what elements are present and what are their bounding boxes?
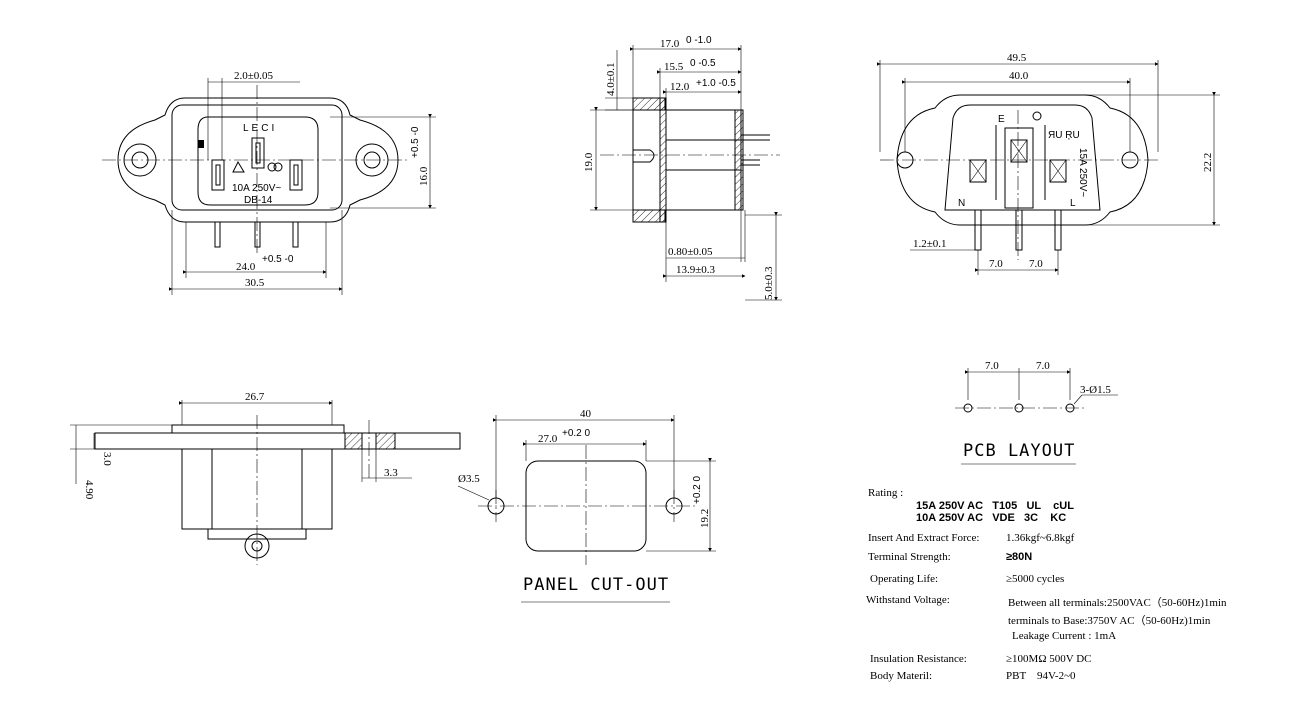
neutral-label: N [958,198,965,209]
dim-139-label: 13.9±0.3 [676,264,716,276]
dim-16-tol: +0.5 -0 [410,126,421,158]
dim-3-0-label: 3.0 [101,452,113,466]
dim-49-5-label: 49.5 [1007,52,1027,64]
dim-1-2-label: 1.2±0.1 [913,238,947,250]
pcb-pitch-2-label: 7.0 [1036,360,1050,372]
insulation-label: Insulation Resistance: [870,653,967,665]
dim-22-2-label: 22.2 [1202,153,1214,172]
rating-vertical: 15A 250V~ [1077,148,1088,197]
mark-icon [198,140,204,148]
dim-40-cutout-label: 40 [580,408,592,420]
dim-26-7-label: 26.7 [245,391,265,403]
dim-4-90-label: 4.90 [83,480,95,500]
earth-label: E [998,114,1005,125]
ccc-mark-icon [267,162,277,172]
front-view: 2.0±0.05 16.0 +0.5 -0 24.0 +0.5 -0 30.5 … [102,70,436,295]
rating-heading: Rating : [868,487,904,499]
withstand-line-1: Between all terminals:2500VAC（50-60Hz)1m… [1008,597,1227,609]
dim-15-label: 15.5 [664,61,684,73]
withstand-voltage-label: Withstand Voltage: [866,594,950,606]
side-view: 17.0 0 -1.0 15.5 0 -0.5 12.0 +1.0 -0.5 4… [583,35,782,301]
hole-dia-label: Ø3.5 [458,473,480,485]
dim-080-label: 0.80±0.05 [668,246,713,258]
insulation-value: ≥100MΩ 500V DC [1006,653,1092,665]
terminal-strength-value: ≥80N [1006,551,1033,563]
dim-12-tol: +1.0 -0.5 [696,78,736,89]
model-label: DB-14 [244,195,273,206]
leakage-current: Leakage Current : 1mA [1012,630,1117,642]
brand-label: LECI [243,123,277,134]
dim-27-label: 27.0 [538,433,558,445]
dim-2-label: 2.0±0.05 [234,70,274,82]
pcb-holes-label: 3-Ø1.5 [1080,384,1111,396]
ul-mark-icon: ЯU ŖU [1048,130,1080,141]
panel-cutout-title: PANEL CUT-OUT [523,575,669,595]
dim-19-2-tol: +0.2 0 [692,475,703,504]
terminal-strength-label: Terminal Strength: [868,551,951,563]
panel-cutout-view: 40 27.0 +0.2 0 Ø3.5 19.2 +0.2 0 PANEL CU… [457,408,716,603]
pitch-1-label: 7.0 [989,258,1003,270]
dim-12-label: 12.0 [670,81,690,93]
body-material-label: Body Materil: [870,670,933,682]
dim-19-label: 19.0 [583,152,595,172]
rating-label: 10A 250V~ [232,183,281,194]
dim-27-tol: +0.2 0 [562,428,591,439]
dim-30-5-label: 30.5 [245,277,265,289]
dim-24-label: 24.0 [236,261,256,273]
pcb-pitch-1-label: 7.0 [985,360,999,372]
rear-view: E N L 15A 250V~ ЯU ŖU 49.5 40.0 22.2 1.2… [877,52,1220,275]
earth-symbol-icon [1032,111,1042,121]
dim-40-label: 40.0 [1009,70,1029,82]
dim-16-label: 16.0 [418,166,430,186]
dim-4-label: 4.0±0.1 [605,62,617,96]
live-label: L [1070,198,1076,209]
operating-life-label: Operating Life: [870,573,939,585]
withstand-line-2: terminals to Base:3750V AC（50-60Hz)1min [1008,615,1211,627]
insert-force-label: Insert And Extract Force: [868,532,980,544]
dim-15-tol: 0 -0.5 [690,58,716,69]
insert-force-value: 1.36kgf~6.8kgf [1006,532,1075,544]
bottom-side-view: 26.7 4.90 3.0 3.3 [70,391,461,565]
dim-24-tol: +0.5 -0 [262,254,294,265]
dim-17-tol: 0 -1.0 [686,35,712,46]
certification-mark-icon [232,160,245,173]
pitch-2-label: 7.0 [1029,258,1043,270]
rating-line-1: 15A 250V AC T105 UL cUL [916,500,1074,512]
pcb-layout-title: PCB LAYOUT [963,441,1075,461]
operating-life-value: ≥5000 cycles [1006,573,1065,585]
pcb-layout-view: 7.0 7.0 3-Ø1.5 PCB LAYOUT [955,360,1118,465]
rating-line-2: 10A 250V AC VDE 3C KC [916,512,1067,524]
dim-19-2-label: 19.2 [699,509,711,528]
dim-3-3-label: 3.3 [384,467,398,479]
body-material-value: PBT 94V-2~0 [1006,670,1076,682]
dim-17-label: 17.0 [660,38,680,50]
dim-5-label: 5.0±0.3 [763,266,775,300]
